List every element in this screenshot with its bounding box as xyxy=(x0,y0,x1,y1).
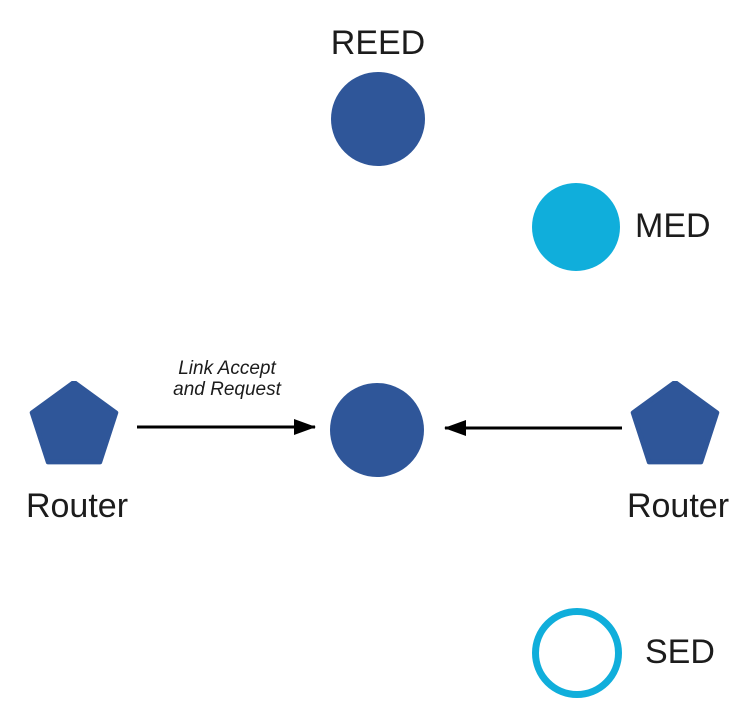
router-left-label: Router xyxy=(25,487,129,525)
med-node-circle xyxy=(532,183,620,271)
router-right-pentagon xyxy=(630,381,720,465)
link-accept-request-label: Link Accept and Request xyxy=(147,358,307,400)
router-left-pentagon xyxy=(29,381,119,465)
med-label: MED xyxy=(635,207,711,245)
router-right-label: Router xyxy=(626,487,730,525)
center-node-circle xyxy=(330,383,424,477)
edge-label-line1: Link Accept xyxy=(178,358,276,379)
reed-node-circle xyxy=(331,72,425,166)
sed-node-circle xyxy=(532,608,622,698)
reed-label: REED xyxy=(330,24,426,62)
edge-label-line2: and Request xyxy=(173,379,281,400)
sed-label: SED xyxy=(645,633,715,671)
